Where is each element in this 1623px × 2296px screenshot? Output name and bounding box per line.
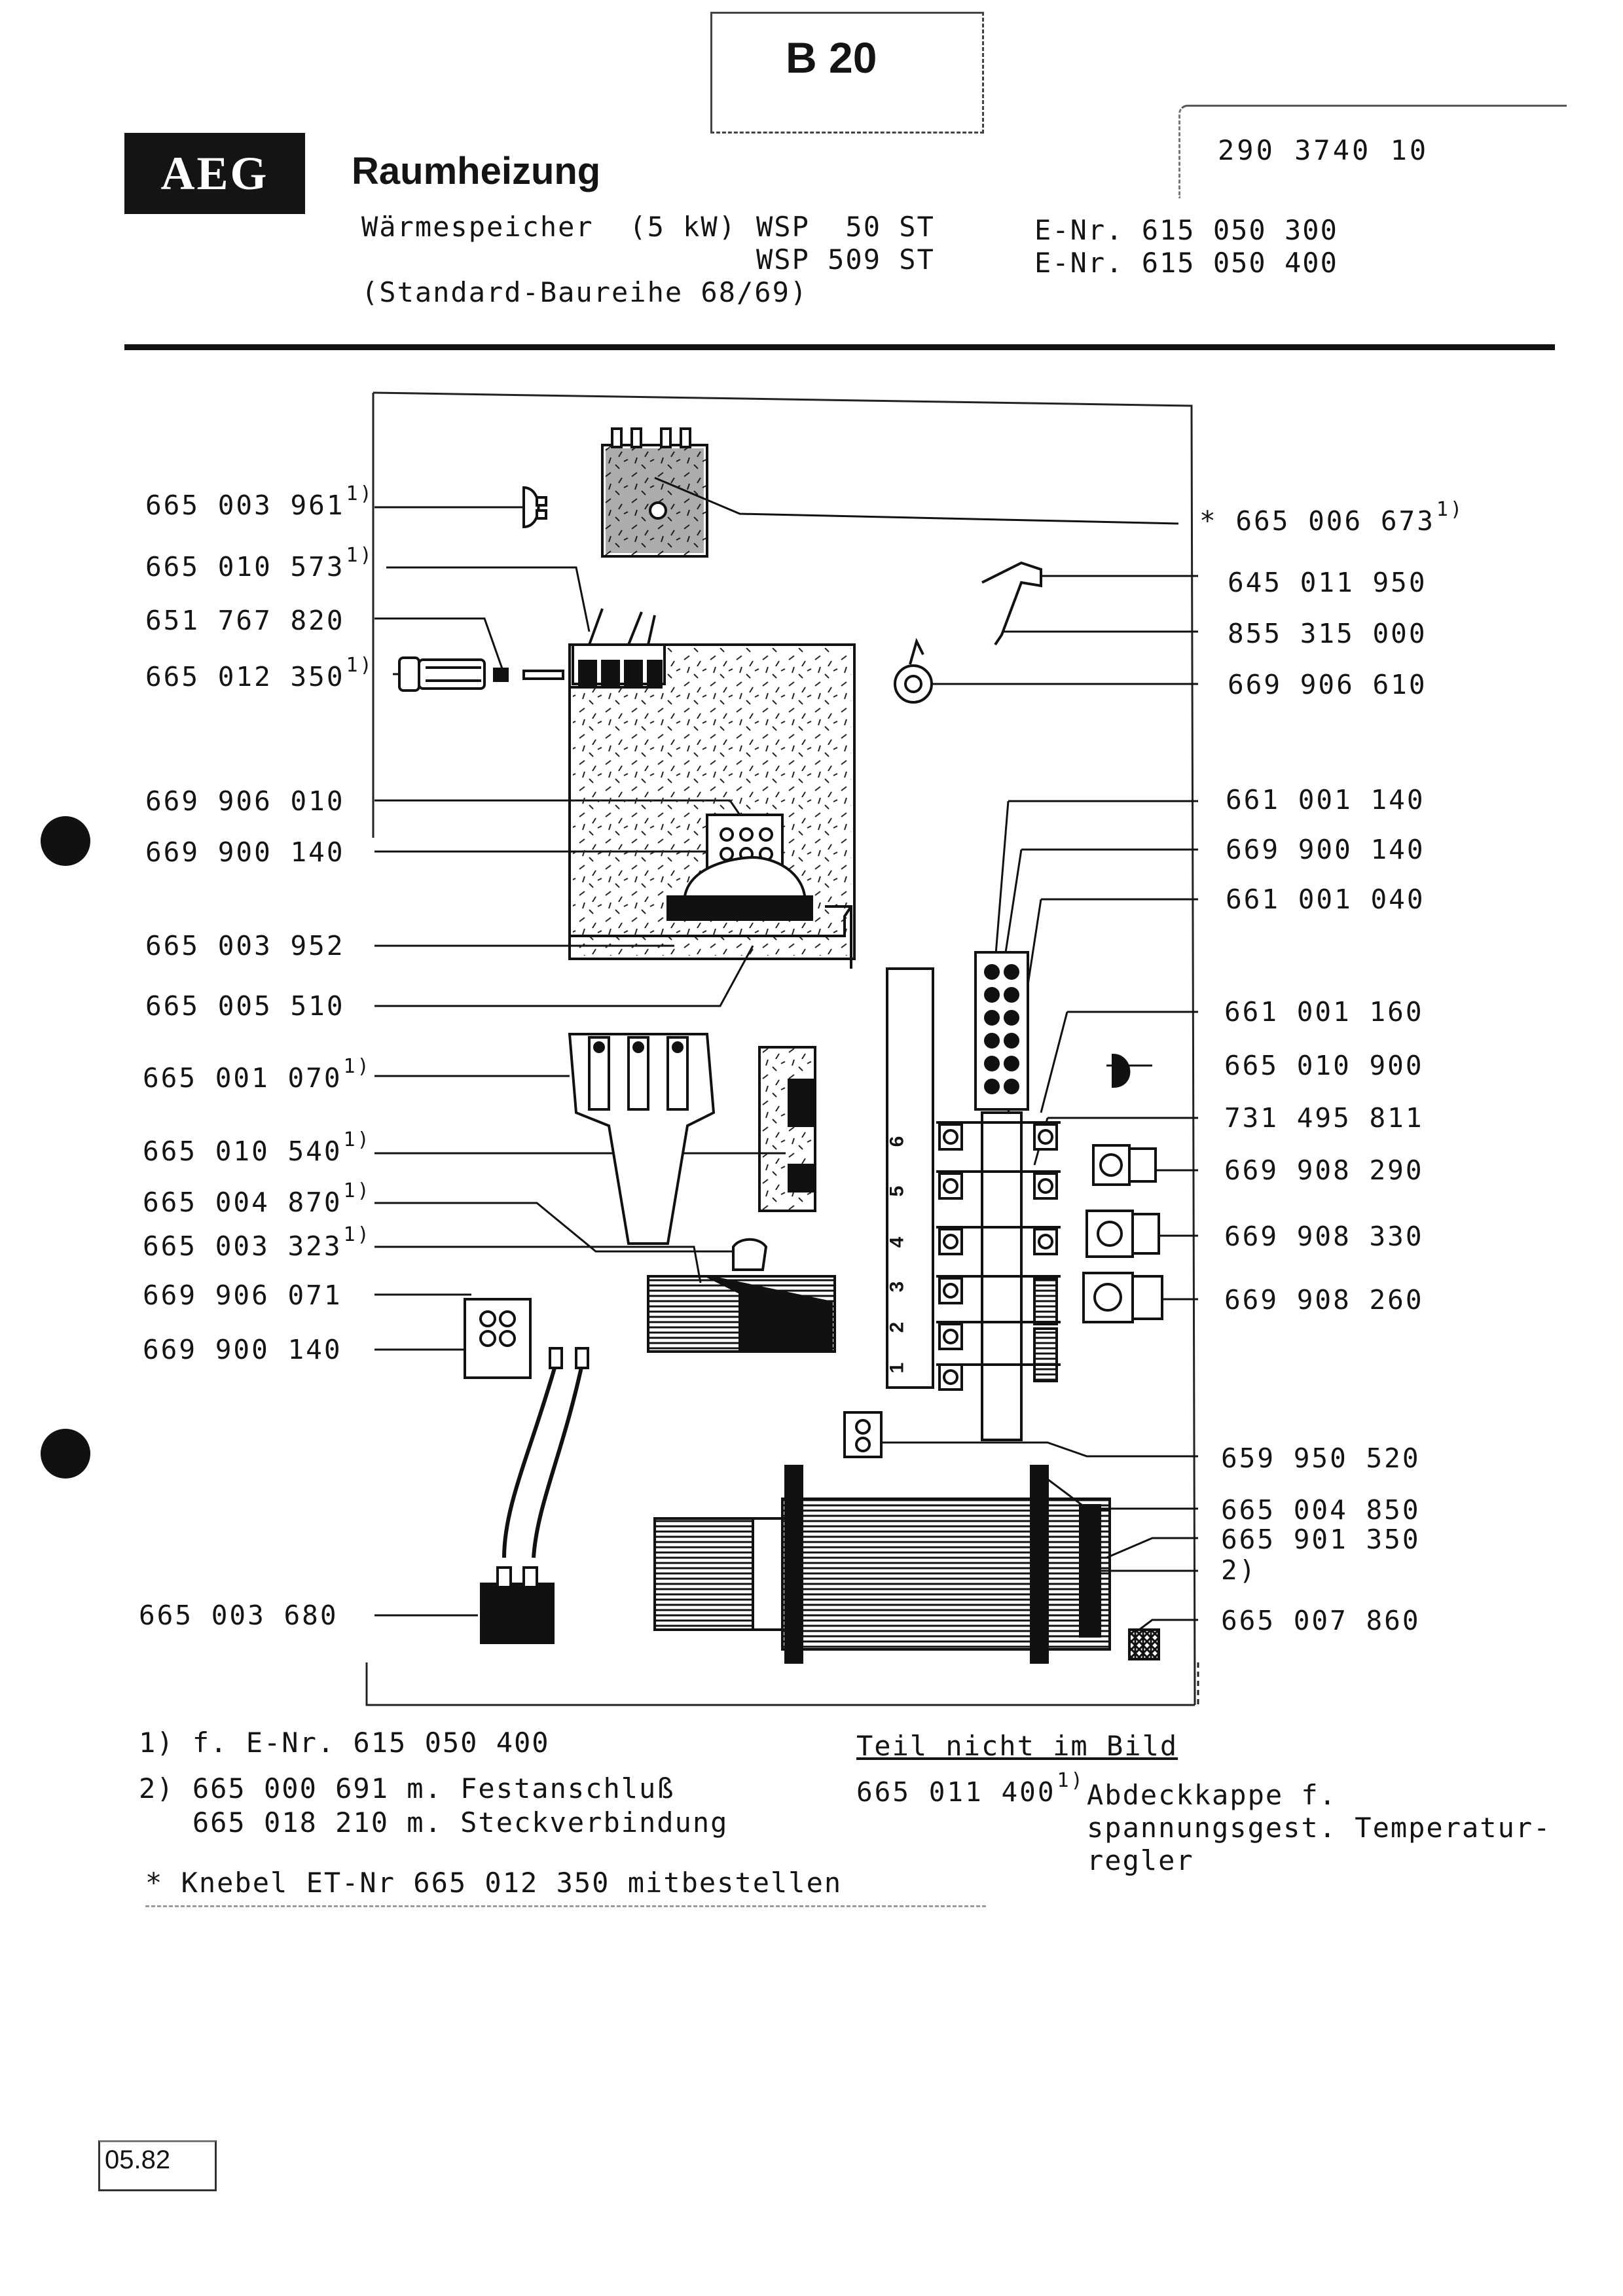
footnote-star: * Knebel ET-Nr 665 012 350 mitbestellen xyxy=(145,1867,987,1907)
punch-hole-bottom xyxy=(41,1429,90,1479)
part-label: 665 004 8701) xyxy=(143,1179,371,1218)
terminal-number: 1 xyxy=(886,1362,908,1374)
part-label: 669 900 140 xyxy=(143,1334,342,1365)
model-2: WSP 509 ST xyxy=(756,243,935,276)
part-label: 665 010 5401) xyxy=(143,1128,371,1167)
part-label: 661 001 040 xyxy=(1226,884,1425,915)
aeg-logo: AEG xyxy=(124,133,305,214)
not-shown-part-number: 665 011 4001) xyxy=(856,1769,1085,1808)
part-label: 665 003 3231) xyxy=(143,1223,371,1262)
part-label: 665 007 860 xyxy=(1221,1605,1421,1636)
terminal-number: 5 xyxy=(886,1185,908,1197)
sheet-code-frame xyxy=(710,12,984,134)
enr-2: E-Nr. 615 050 400 xyxy=(1034,247,1338,279)
part-label: 665 001 0701) xyxy=(143,1055,371,1094)
punch-hole-top xyxy=(41,816,90,866)
part-label: 669 906 610 xyxy=(1228,669,1427,700)
part-label: 2) xyxy=(1221,1554,1258,1586)
part-label: 731 495 811 xyxy=(1224,1102,1424,1134)
part-label: 651 767 820 xyxy=(145,605,345,636)
part-label: 855 315 000 xyxy=(1228,618,1427,649)
part-label: 665 003 9611) xyxy=(145,482,374,521)
not-shown-heading: Teil nicht im Bild xyxy=(856,1730,1178,1762)
footnote-1: 1) f. E-Nr. 615 050 400 xyxy=(139,1727,550,1759)
part-label: 669 906 071 xyxy=(143,1280,342,1311)
model-1: WSP 50 ST xyxy=(756,211,935,243)
part-label: 669 900 140 xyxy=(145,836,345,868)
part-label: 669 908 260 xyxy=(1224,1284,1424,1316)
series-note: (Standard-Baureihe 68/69) xyxy=(361,276,809,308)
part-label: 665 003 952 xyxy=(145,930,345,961)
product-description: Wärmespeicher (5 kW) xyxy=(361,211,737,243)
part-label: 665 901 350 xyxy=(1221,1524,1421,1555)
terminal-number: 6 xyxy=(886,1136,908,1147)
part-label: * 665 006 6731) xyxy=(1199,498,1465,537)
part-label: 669 900 140 xyxy=(1226,834,1425,865)
terminal-number: 3 xyxy=(886,1281,908,1293)
part-label: 665 010 5731) xyxy=(145,544,374,583)
part-label: 669 908 330 xyxy=(1224,1221,1424,1252)
sheet-code: B 20 xyxy=(786,33,877,82)
terminal-number-strip: 6 5 4 3 2 1 xyxy=(886,1122,913,1384)
issue-date: 05.82 xyxy=(105,2145,171,2174)
part-label: 659 950 520 xyxy=(1221,1443,1421,1474)
footnote-2-line-2: 665 018 210 m. Steckverbindung xyxy=(139,1806,729,1839)
page-title: Raumheizung xyxy=(352,150,601,192)
not-shown-desc-line-1: Abdeckkappe f. xyxy=(1087,1779,1338,1811)
not-shown-desc-line-2: spannungsgest. Temperatur- xyxy=(1087,1812,1552,1844)
not-shown-desc-line-3: regler xyxy=(1087,1844,1194,1876)
footnote-2-line-1: 2) 665 000 691 m. Festanschluß xyxy=(139,1772,675,1804)
part-label: 661 001 140 xyxy=(1226,784,1425,816)
part-label: 661 001 160 xyxy=(1224,996,1424,1028)
part-label: 665 012 3501) xyxy=(145,654,374,692)
part-label: 665 010 900 xyxy=(1224,1050,1424,1081)
part-label: 665 005 510 xyxy=(145,990,345,1022)
doc-number: 290 3740 10 xyxy=(1218,134,1429,166)
doc-number-frame xyxy=(1178,105,1567,198)
part-label: 669 908 290 xyxy=(1224,1155,1424,1186)
date-frame xyxy=(98,2140,217,2191)
header-rule xyxy=(124,344,1555,350)
part-label: 669 906 010 xyxy=(145,785,345,817)
part-label: 665 003 680 xyxy=(139,1600,338,1631)
enr-1: E-Nr. 615 050 300 xyxy=(1034,214,1338,246)
terminal-number: 2 xyxy=(886,1321,908,1333)
part-label: 645 011 950 xyxy=(1228,567,1427,598)
terminal-number: 4 xyxy=(886,1236,908,1248)
part-label: 665 004 850 xyxy=(1221,1494,1421,1526)
